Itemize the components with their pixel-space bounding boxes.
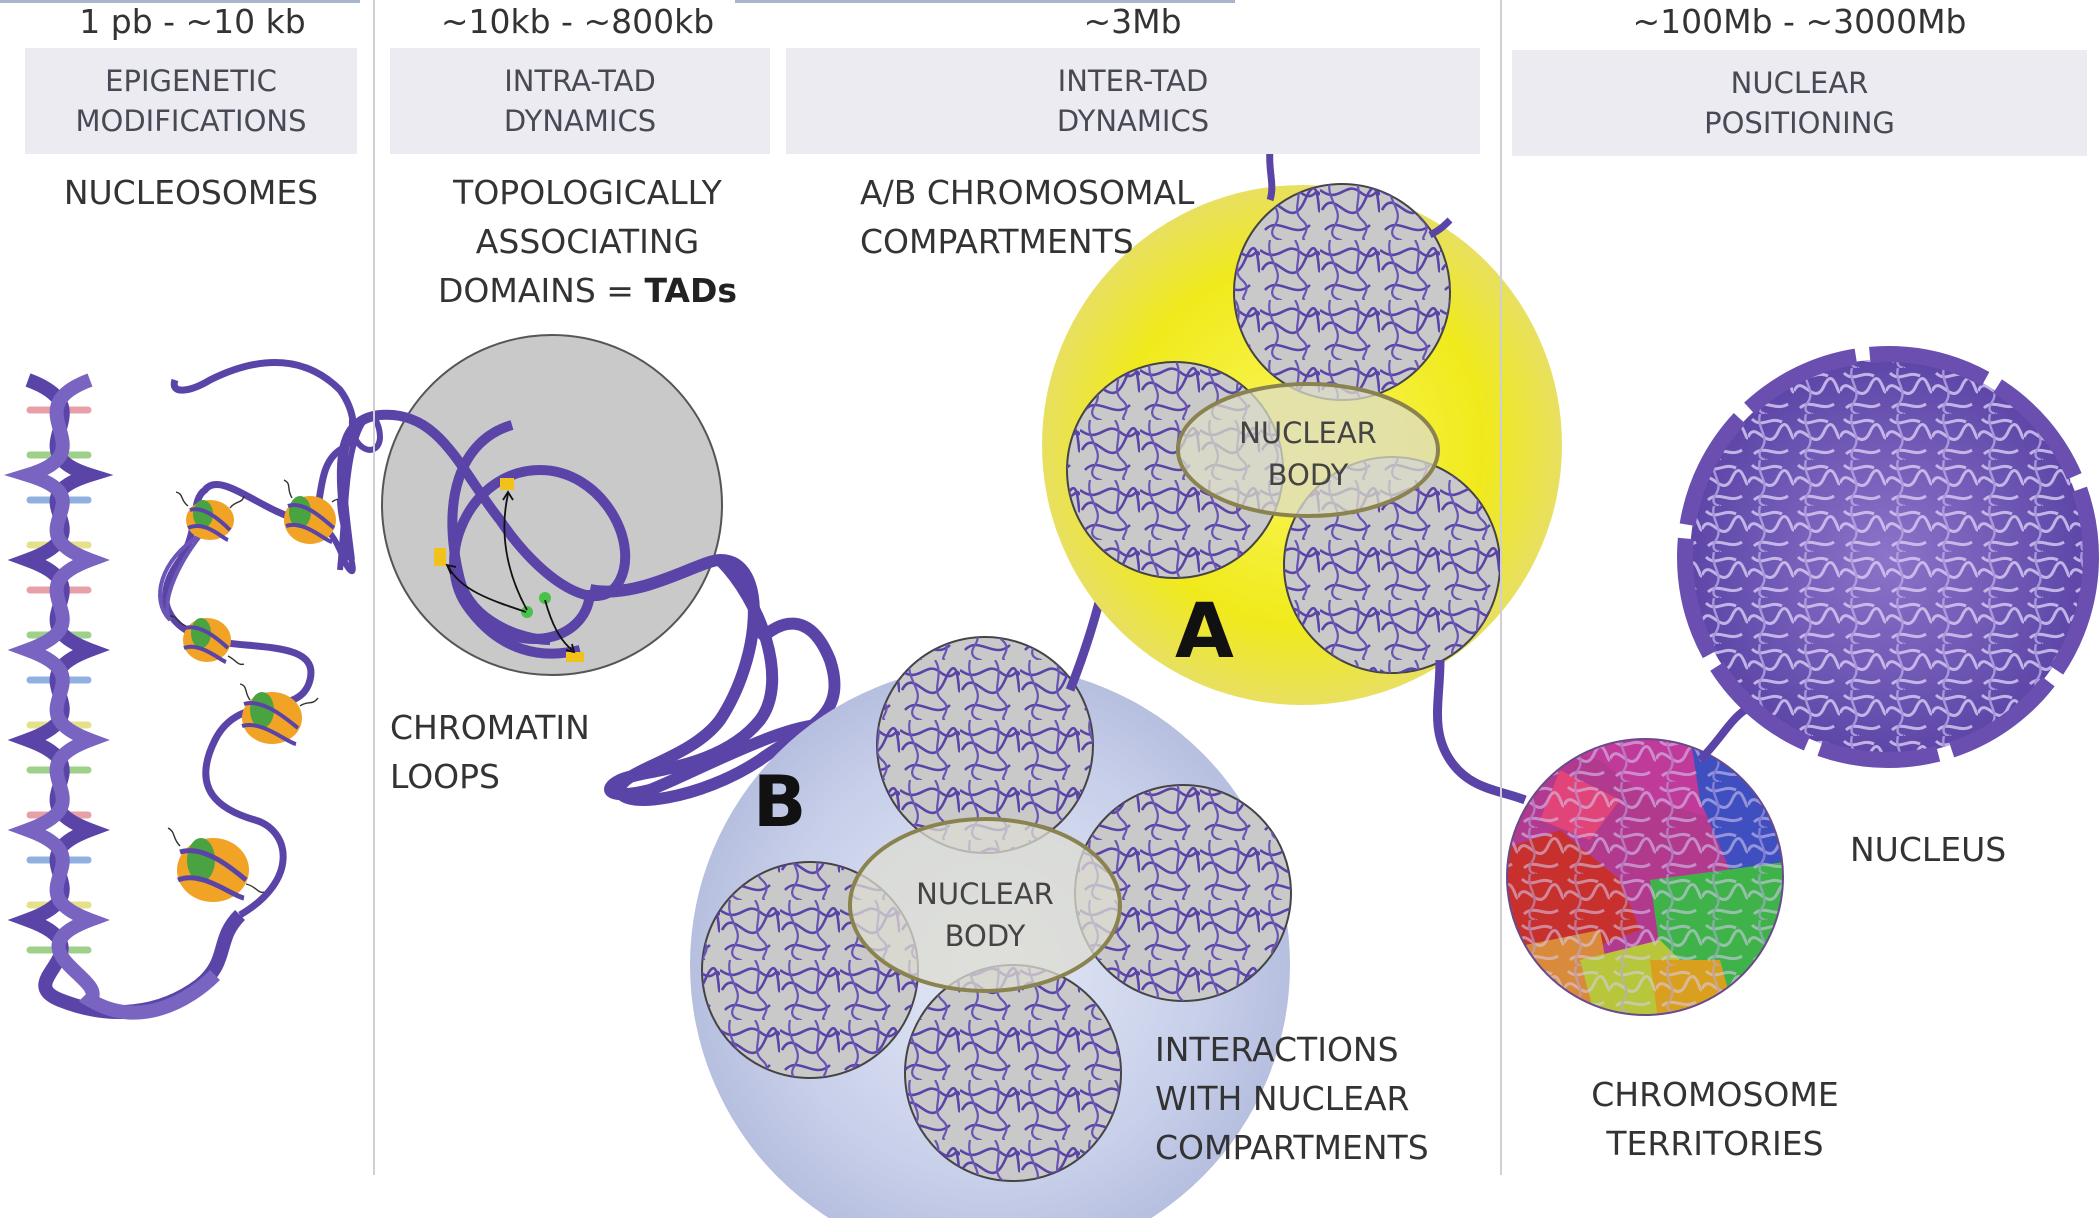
header-bar-epigenetic: EPIGENETIC MODIFICATIONS — [25, 48, 357, 154]
compartment-b — [690, 636, 1292, 1218]
label-line: CHROMOSOME — [1591, 1075, 1839, 1114]
bar-line: DYNAMICS — [1056, 104, 1210, 138]
label-line: NUCLEAR — [1239, 416, 1377, 450]
chromosome-territories-ball — [1506, 738, 1784, 1016]
title-nucleosomes: NUCLEOSOMES — [63, 173, 319, 212]
title-line: DOMAINS = — [438, 271, 645, 310]
column-divider — [1500, 0, 1502, 1175]
label-line: NUCLEAR — [916, 877, 1054, 911]
title-ab-compartments: A/B CHROMOSOMAL COMPARTMENTS — [860, 168, 1194, 266]
size-range-3: ~3Mb — [1083, 2, 1182, 41]
label-line: INTERACTIONS — [1155, 1030, 1399, 1069]
bar-line: DYNAMICS — [503, 104, 657, 138]
title-line: A/B CHROMOSOMAL — [860, 173, 1195, 212]
nucleus-sphere — [1677, 346, 2099, 768]
label-nucleus: NUCLEUS — [1850, 830, 2007, 869]
header-bar-nuclear-positioning: NUCLEAR POSITIONING — [1512, 50, 2087, 156]
size-range-1: 1 pb - ~10 kb — [79, 2, 306, 41]
label-line: COMPARTMENTS — [1155, 1128, 1429, 1167]
bar-line: NUCLEAR — [1730, 66, 1869, 100]
top-rule — [735, 0, 1235, 3]
bar-line: MODIFICATIONS — [75, 104, 307, 138]
label-line: BODY — [944, 919, 1026, 953]
title-tads: TOPOLOGICALLY ASSOCIATING DOMAINS = TADs — [390, 168, 785, 315]
compartment-b-letter: B — [753, 761, 807, 843]
tad-disc — [336, 334, 841, 806]
label-chromatin-loops: CHROMATIN LOOPS — [390, 703, 590, 801]
fiber-link-4 — [1433, 659, 1527, 805]
nucleosome-fiber — [158, 359, 357, 919]
fiber-link-5 — [1697, 706, 1748, 763]
column-divider — [373, 0, 375, 1175]
nuclear-body-b-label: NUCLEAR BODY — [890, 873, 1080, 957]
compartment-a-letter: A — [1175, 586, 1234, 675]
header-bar-inter-tad: INTER-TAD DYNAMICS — [786, 48, 1480, 154]
bar-line: EPIGENETIC — [105, 64, 277, 98]
label-line: LOOPS — [390, 757, 501, 796]
bar-line: POSITIONING — [1704, 106, 1895, 140]
title-line: ASSOCIATING — [475, 222, 700, 261]
title-bold: TADs — [644, 271, 737, 310]
dna-helix — [4, 373, 246, 1020]
label-interactions: INTERACTIONS WITH NUCLEAR COMPARTMENTS — [1155, 1025, 1429, 1172]
bar-line: INTER-TAD — [1057, 64, 1209, 98]
title-line: COMPARTMENTS — [860, 222, 1134, 261]
header-bar-intra-tad: INTRA-TAD DYNAMICS — [390, 48, 770, 154]
top-rule — [0, 0, 360, 3]
size-range-2: ~10kb - ~800kb — [440, 2, 715, 41]
size-range-4: ~100Mb - ~3000Mb — [1632, 2, 1967, 41]
label-line: TERRITORIES — [1606, 1124, 1824, 1163]
bar-line: INTRA-TAD — [504, 64, 656, 98]
label-chromosome-territories: CHROMOSOME TERRITORIES — [1550, 1070, 1880, 1168]
compartment-a — [1042, 149, 1562, 705]
label-line: CHROMATIN — [390, 708, 590, 747]
label-line: WITH NUCLEAR — [1155, 1079, 1410, 1118]
title-line: TOPOLOGICALLY — [453, 173, 722, 212]
nuclear-body-a-label: NUCLEAR BODY — [1218, 412, 1398, 496]
label-line: BODY — [1267, 458, 1349, 492]
